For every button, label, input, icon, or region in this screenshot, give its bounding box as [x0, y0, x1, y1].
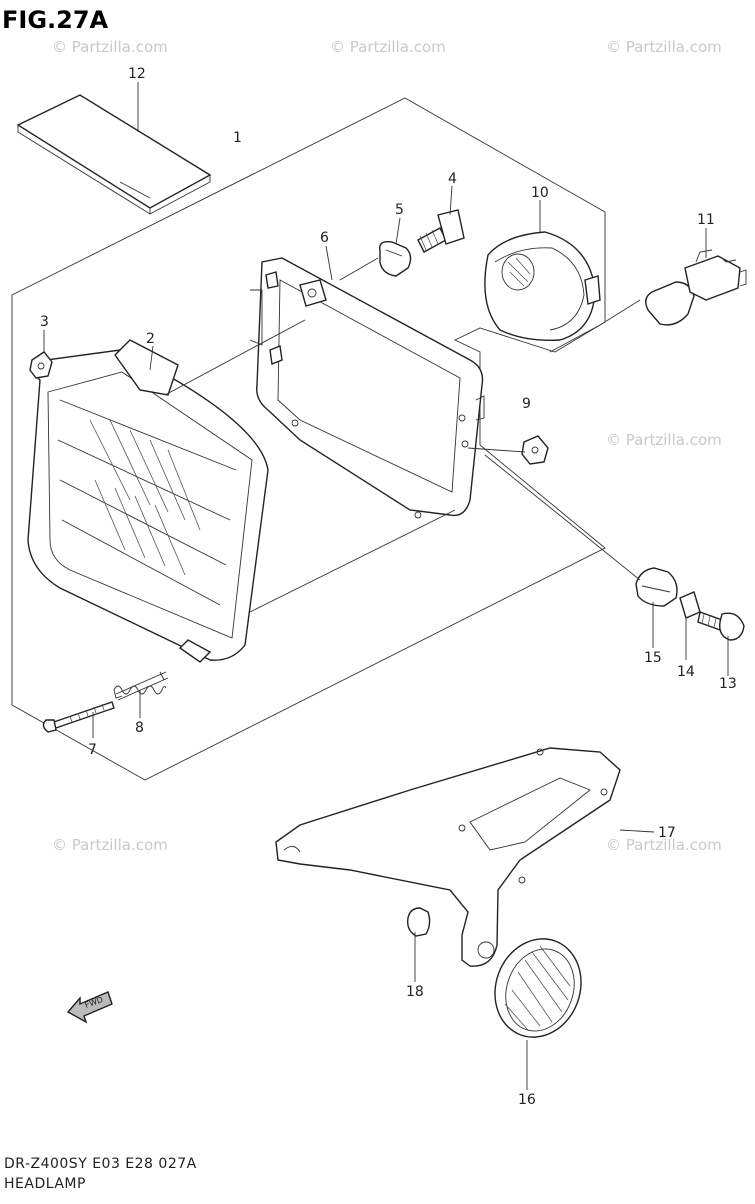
callout-16: 16	[518, 1092, 536, 1108]
callout-7: 7	[88, 742, 97, 758]
callout-14: 14	[677, 664, 695, 680]
leader-lines	[43, 82, 729, 1090]
figure-code: DR-Z400SY E03 E28 027A	[4, 1156, 197, 1172]
callout-5: 5	[395, 202, 404, 218]
callout-2: 2	[146, 331, 155, 347]
callout-15: 15	[644, 650, 662, 666]
callout-17: 17	[658, 825, 676, 841]
callout-18: 18	[406, 984, 424, 1000]
callout-12: 12	[128, 66, 146, 82]
part-10-socket-cover	[484, 231, 601, 341]
part-9-clip-nut	[521, 435, 549, 465]
part-13-bolt	[697, 611, 745, 641]
callout-8: 8	[135, 720, 144, 736]
part-18-nut	[406, 907, 431, 937]
callout-4: 4	[448, 171, 457, 187]
figure-name: HEADLAMP	[4, 1176, 86, 1192]
part-7-long-screw	[42, 701, 115, 733]
part-14-collar	[679, 591, 701, 619]
callout-6: 6	[320, 230, 329, 246]
assembly-boundary	[11, 97, 606, 781]
part-3-clip-nut	[29, 351, 53, 379]
watermark: © Partzilla.com	[52, 836, 168, 854]
part-15-grommet	[635, 567, 678, 607]
figure-title: FIG.27A	[2, 6, 109, 34]
callout-11: 11	[697, 212, 715, 228]
part-2-headlamp-unit	[27, 339, 269, 663]
part-11-bulb	[645, 249, 747, 326]
part-6-headlamp-frame	[249, 257, 485, 519]
callout-1: 1	[233, 130, 242, 146]
part-4-screw	[417, 209, 465, 253]
part-8-spring	[113, 671, 169, 701]
callout-13: 13	[719, 676, 737, 692]
watermark: © Partzilla.com	[606, 431, 722, 449]
watermark: © Partzilla.com	[330, 38, 446, 56]
watermark: © Partzilla.com	[52, 38, 168, 56]
callout-numbers: 12 1 3 2 4 5 6 10 11 9 7 8 15 14 13 17 1…	[40, 66, 737, 1108]
part-16-reflector	[494, 938, 582, 1038]
part-5-grommet	[379, 240, 412, 277]
callout-9: 9	[522, 396, 531, 412]
part-12-label-plate	[16, 94, 212, 215]
callout-3: 3	[40, 314, 49, 330]
callout-10: 10	[531, 185, 549, 201]
watermark: © Partzilla.com	[606, 836, 722, 854]
watermark: © Partzilla.com	[606, 38, 722, 56]
forward-arrow-icon: FWD	[66, 991, 113, 1024]
part-17-bracket	[275, 747, 621, 967]
